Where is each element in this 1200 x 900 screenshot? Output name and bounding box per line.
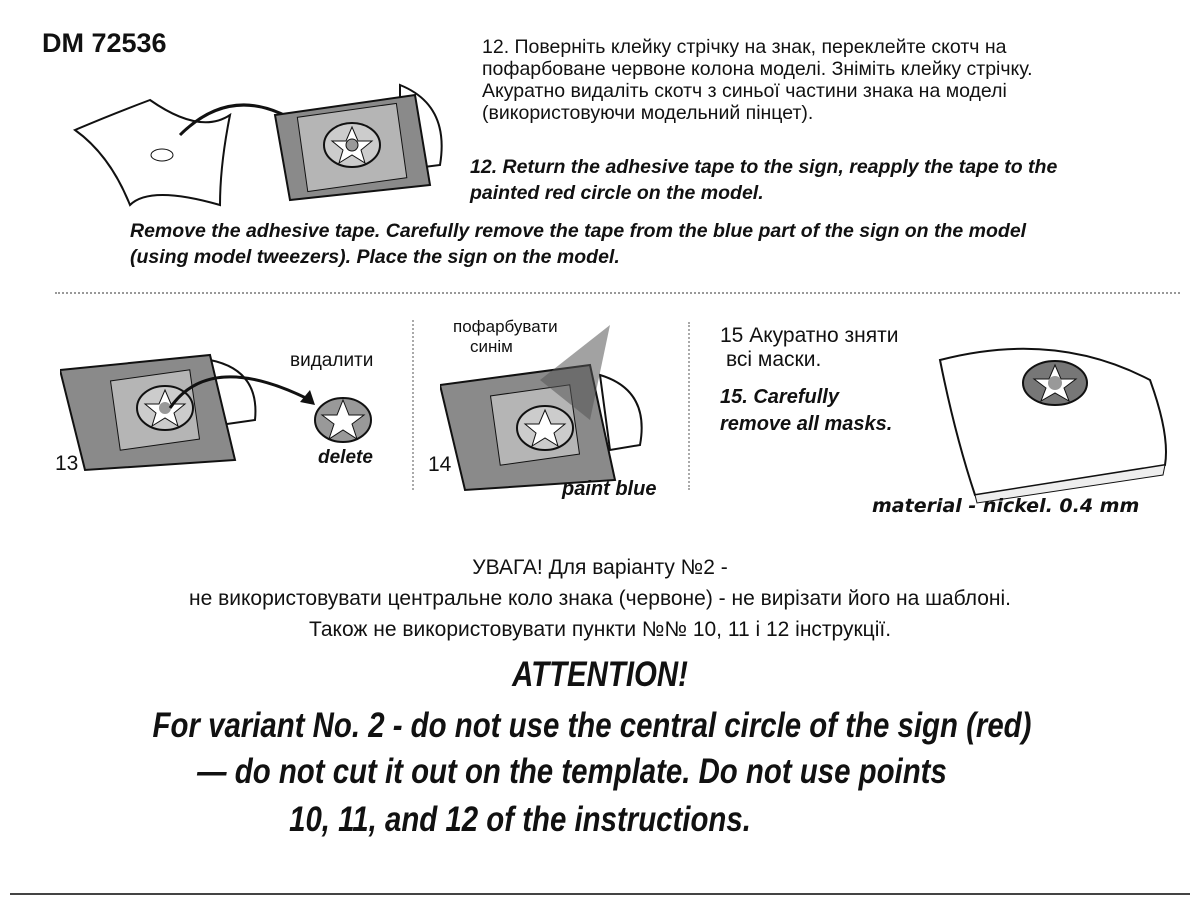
step-13-illustration bbox=[60, 353, 372, 472]
step-12-illustration bbox=[72, 83, 443, 207]
attention-heading: ATTENTION! bbox=[512, 655, 688, 694]
text-line: УВАГА! Для варіанту №2 - bbox=[472, 556, 728, 579]
text-line: (using model tweezers). Place the sign o… bbox=[130, 246, 620, 268]
text-line: Також не використовувати пункти №№ 10, 1… bbox=[308, 618, 892, 641]
step-14-label-ua: пофарбувати синім bbox=[453, 317, 558, 357]
step-14-illustration bbox=[440, 325, 643, 492]
column-divider bbox=[412, 320, 414, 490]
text-line: синім bbox=[470, 337, 513, 356]
attention-line: 10, 11, and 12 of the instructions. bbox=[289, 800, 751, 839]
document-code: DM 72536 bbox=[42, 28, 167, 58]
section-divider bbox=[55, 292, 1180, 294]
text-line: (використовуючи модельний пінцет). bbox=[482, 102, 814, 124]
attention-line: — do not cut it out on the template. Do … bbox=[197, 752, 947, 791]
step-12-english-a: 12. Return the adhesive tape to the sign… bbox=[470, 154, 1057, 206]
attention-line: For variant No. 2 - do not use the centr… bbox=[152, 706, 1032, 745]
step-12-english-b: Remove the adhesive tape. Carefully remo… bbox=[130, 218, 1026, 270]
attention-ukrainian: УВАГА! Для варіанту №2 - не використовув… bbox=[0, 552, 1200, 645]
text-line: всі маски. bbox=[726, 348, 822, 371]
column-divider bbox=[688, 322, 690, 490]
step-13-number: 13 bbox=[55, 452, 79, 475]
step-15-ukrainian: 15 Акуратно зняти всі маски. bbox=[720, 324, 898, 372]
text-line: remove all masks. bbox=[720, 413, 893, 435]
text-line: 15 Акуратно зняти bbox=[720, 324, 899, 347]
text-line: не використовувати центральне коло знака… bbox=[189, 587, 1011, 610]
text-line: пофарбоване червоне колона моделі. Знімі… bbox=[482, 58, 1033, 80]
text-line: Акуратно видаліть скотч з синьої частини… bbox=[482, 80, 1007, 102]
text-line: painted red circle on the model. bbox=[470, 182, 764, 204]
text-line: пофарбувати bbox=[453, 317, 558, 336]
wing-illustration bbox=[938, 347, 1167, 504]
step-13-label-ua: видалити bbox=[290, 350, 374, 371]
step-13-label-en: delete bbox=[318, 447, 373, 468]
step-14-number: 14 bbox=[428, 453, 452, 476]
text-line: 15. Carefully bbox=[720, 386, 839, 408]
text-line: Remove the adhesive tape. Carefully remo… bbox=[130, 220, 1027, 242]
material-note: material - nickel. 0.4 mm bbox=[872, 495, 1140, 517]
step-14-label-en: paint blue bbox=[562, 478, 657, 500]
step-15-english: 15. Carefully remove all masks. bbox=[720, 384, 892, 438]
text-line: 12. Поверніть клейку стрічку на знак, пе… bbox=[482, 36, 1007, 58]
text-line: 12. Return the adhesive tape to the sign… bbox=[470, 156, 1058, 178]
bottom-rule bbox=[10, 893, 1190, 895]
step-12-ukrainian: 12. Поверніть клейку стрічку на знак, пе… bbox=[482, 36, 1033, 124]
